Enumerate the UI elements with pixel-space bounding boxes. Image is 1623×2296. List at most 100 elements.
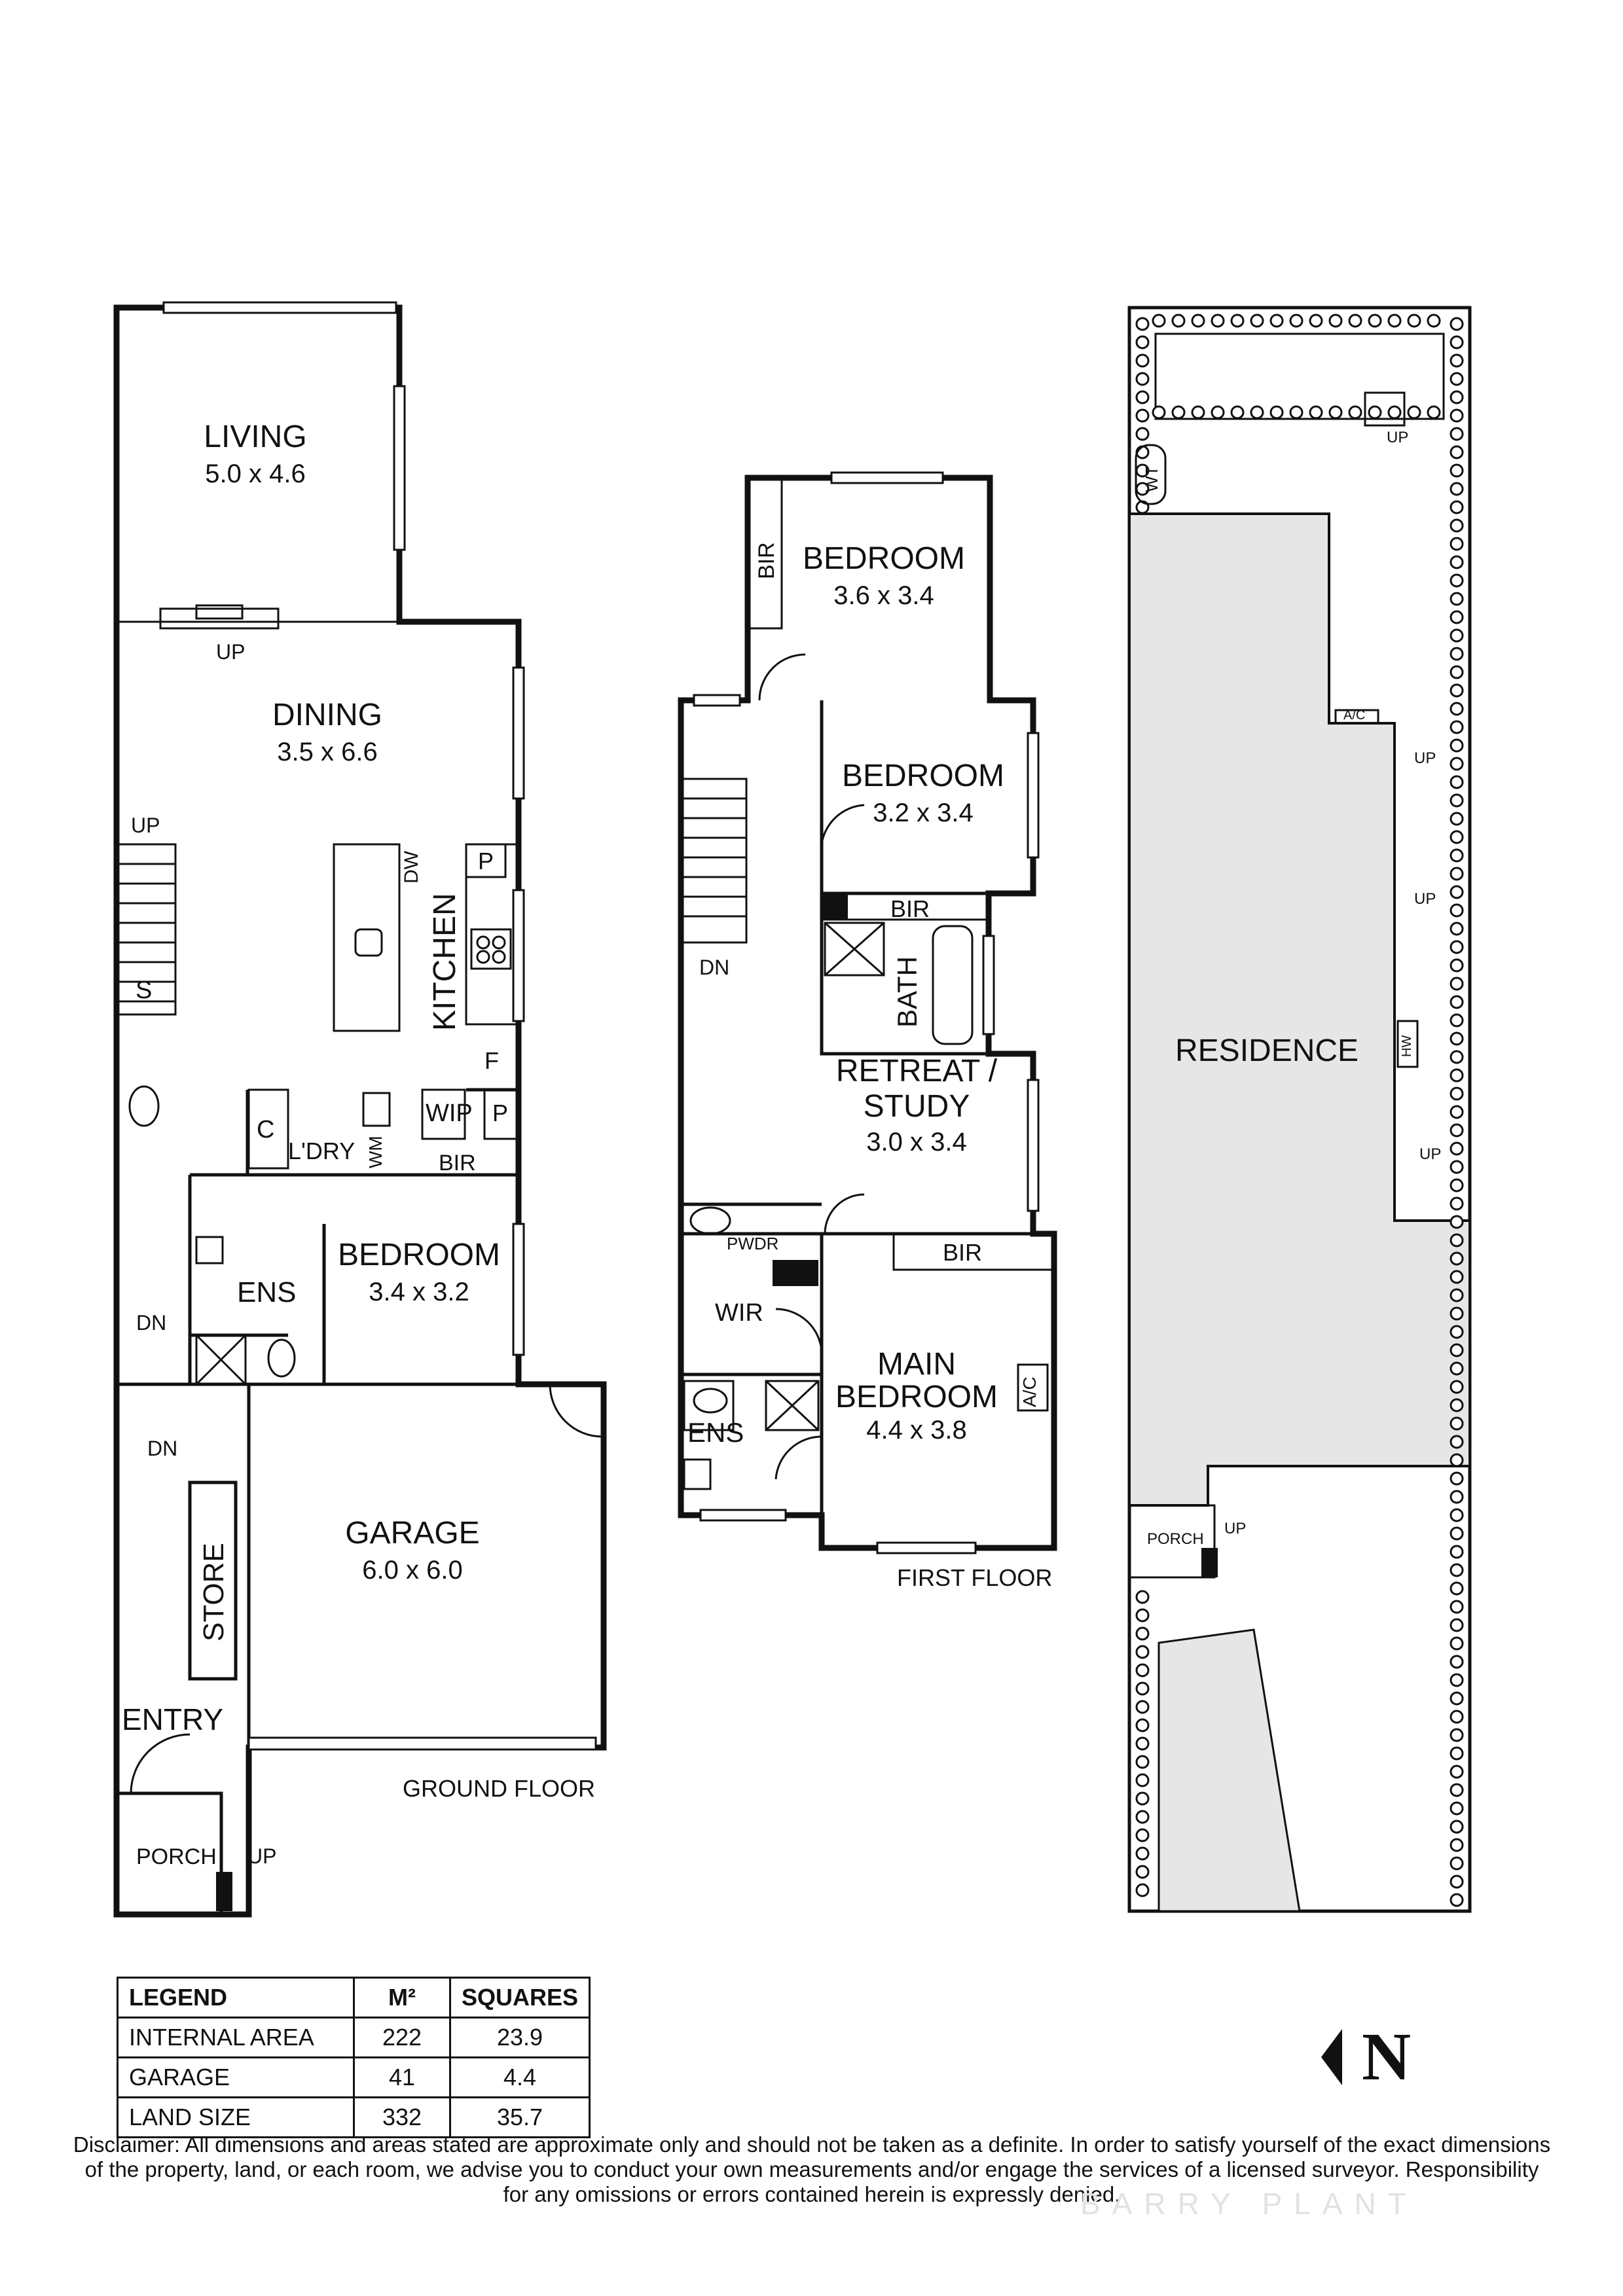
shrub-icon xyxy=(1450,335,1464,350)
shrub-icon xyxy=(1135,1865,1150,1879)
shrub-icon xyxy=(1450,1820,1464,1834)
shrub-icon xyxy=(1450,353,1464,368)
shrub-icon xyxy=(1450,1710,1464,1724)
ensuite-ground-label: ENS xyxy=(237,1276,297,1308)
shrub-icon xyxy=(1450,500,1464,514)
bir-main-label: BIR xyxy=(943,1239,983,1266)
residence-footprint xyxy=(1128,512,1471,1507)
powder-label: PWDR xyxy=(727,1234,779,1253)
ground-floor-title: GROUND FLOOR xyxy=(403,1775,596,1802)
shrub-icon xyxy=(1135,1608,1150,1623)
shrub-icon xyxy=(1450,1636,1464,1651)
shrub-icon xyxy=(1135,1773,1150,1787)
watermark-logo: BARRY PLANT xyxy=(1080,2187,1418,2221)
shrub-icon xyxy=(1450,1435,1464,1449)
shrub-icon xyxy=(1289,405,1304,420)
site-up-label-3: UP xyxy=(1414,890,1436,908)
shrub-icon xyxy=(1450,1343,1464,1357)
legend-header-row: LEGEND M² SQUARES xyxy=(117,1977,591,2018)
shrub-icon xyxy=(1450,1508,1464,1522)
shrub-icon xyxy=(1450,592,1464,606)
shrub-icon xyxy=(1450,1178,1464,1193)
shrub-icon xyxy=(1450,1288,1464,1302)
shrub-icon xyxy=(1135,427,1150,441)
shrub-icon xyxy=(1450,372,1464,386)
legend-row: INTERNAL AREA 222 23.9 xyxy=(117,2017,591,2058)
shrub-icon xyxy=(1450,628,1464,643)
bedroom-ground-dimensions: 3.4 x 3.2 xyxy=(369,1278,469,1306)
shrub-icon xyxy=(1450,1856,1464,1871)
shrub-icon xyxy=(1135,408,1150,423)
shrub-icon xyxy=(1450,683,1464,698)
shrub-icon xyxy=(1309,314,1323,328)
shrub-icon xyxy=(1450,445,1464,459)
shrub-icon xyxy=(1450,1306,1464,1321)
shrub-icon xyxy=(1450,1215,1464,1229)
up-label: UP xyxy=(216,640,246,664)
shrub-icon xyxy=(1387,405,1402,420)
shrub-icon xyxy=(1250,405,1264,420)
shrub-icon xyxy=(1450,738,1464,753)
dn-label-1: DN xyxy=(136,1311,167,1335)
shrub-icon xyxy=(1450,958,1464,973)
bir-first-floor-label-2: BIR xyxy=(890,895,930,922)
bath-label: BATH xyxy=(892,956,922,1028)
store-label: STORE xyxy=(198,1543,230,1641)
shrub-icon xyxy=(1450,1838,1464,1852)
kitchen-label: KITCHEN xyxy=(428,893,462,1031)
pantry-label-2: P xyxy=(492,1100,509,1126)
shrub-icon xyxy=(1135,1883,1150,1897)
shrub-icon xyxy=(1450,1453,1464,1467)
shrub-icon xyxy=(1135,1645,1150,1659)
bedroom-1-dimensions: 3.6 x 3.4 xyxy=(833,581,934,610)
shrub-icon xyxy=(1450,1563,1464,1577)
stair-up-label: UP xyxy=(131,814,160,837)
living-room-dimensions: 5.0 x 4.6 xyxy=(205,459,306,488)
retreat-name-line-1: RETREAT / xyxy=(835,1054,998,1088)
shrub-icon xyxy=(1152,314,1166,328)
shrub-icon xyxy=(1450,1380,1464,1394)
first-floor-plan xyxy=(678,471,1057,1554)
shrub-icon xyxy=(1135,335,1150,350)
shrub-icon xyxy=(1269,314,1284,328)
shrub-icon xyxy=(1450,573,1464,588)
legend-header-legend: LEGEND xyxy=(117,1977,355,2018)
legend-row-squares: 35.7 xyxy=(448,2096,591,2138)
legend-row-label: GARAGE xyxy=(117,2056,355,2098)
shrub-icon xyxy=(1450,830,1464,844)
shrub-icon xyxy=(1250,314,1264,328)
disclaimer-line-2: of the property, land, or each room, we … xyxy=(84,2157,1539,2181)
shrub-icon xyxy=(1135,317,1150,331)
ensuite-first-floor-label: ENS xyxy=(687,1417,744,1448)
shrub-icon xyxy=(1211,314,1225,328)
shrub-icon xyxy=(1450,1141,1464,1156)
dishwasher-label: DW xyxy=(401,851,422,884)
shrub-icon xyxy=(1135,1846,1150,1861)
shrub-icon xyxy=(1450,482,1464,496)
dn-label-2: DN xyxy=(147,1437,178,1460)
shrub-icon xyxy=(1191,405,1205,420)
shrub-icon xyxy=(1450,1490,1464,1504)
shrub-icon xyxy=(1135,1810,1150,1824)
wip-label: WIP xyxy=(426,1100,473,1127)
shrub-icon xyxy=(1450,1691,1464,1706)
shrub-icon xyxy=(1450,812,1464,826)
shrub-icon xyxy=(1450,665,1464,679)
shrub-icon xyxy=(1450,867,1464,881)
bedroom-2-name: BEDROOM xyxy=(841,759,1004,793)
shrub-icon xyxy=(1450,518,1464,533)
shrub-icon xyxy=(1230,405,1245,420)
site-porch-label: PORCH xyxy=(1147,1530,1204,1548)
legend-row-squares: 23.9 xyxy=(448,2017,591,2058)
shrub-icon xyxy=(1135,1828,1150,1842)
shrub-icon xyxy=(1135,1700,1150,1714)
shrub-icon xyxy=(1152,405,1166,420)
shrub-icon xyxy=(1171,314,1186,328)
shrub-icon xyxy=(1450,1416,1464,1431)
shrub-icon xyxy=(1368,405,1382,420)
garage-dimensions: 6.0 x 6.0 xyxy=(362,1556,463,1585)
shrub-icon xyxy=(1230,314,1245,328)
shrub-icon xyxy=(1450,537,1464,551)
shrub-icon xyxy=(1348,314,1362,328)
shrub-icon xyxy=(1135,1590,1150,1604)
